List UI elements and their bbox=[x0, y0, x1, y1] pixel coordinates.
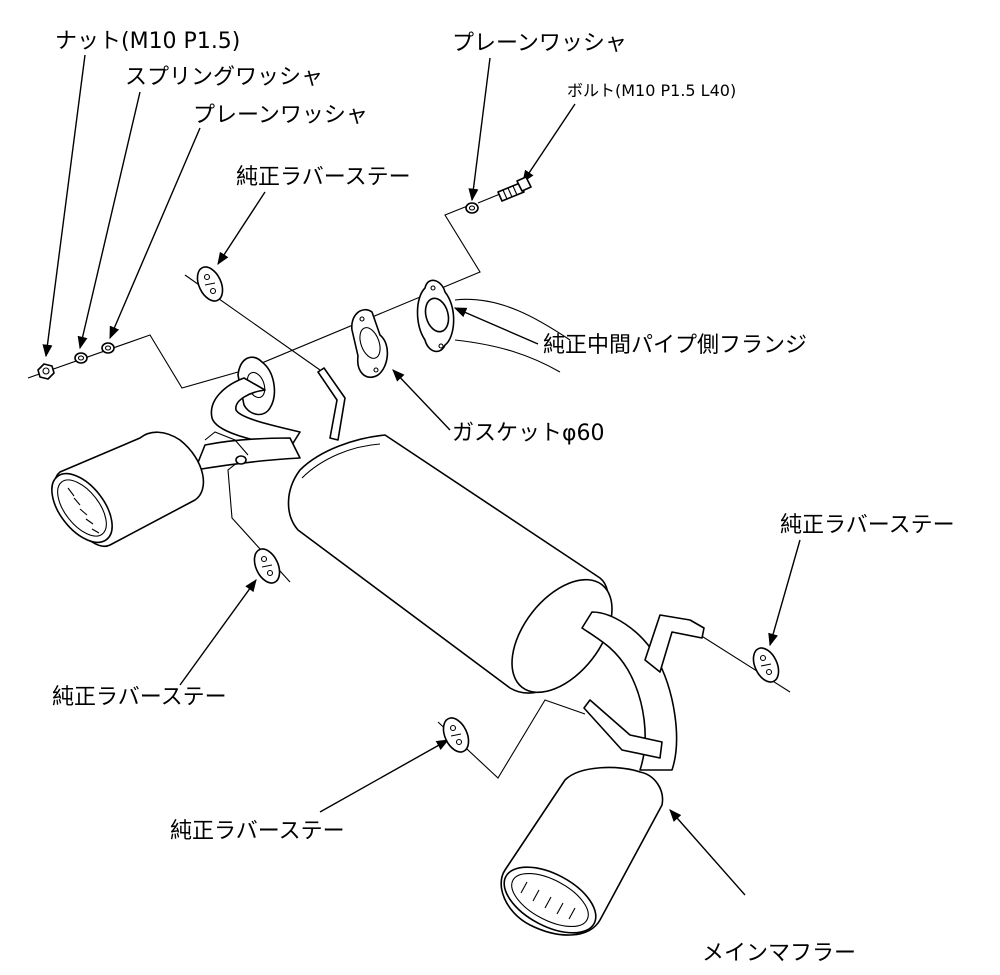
oem-flange-label: 純正中間パイプ側フランジ bbox=[543, 333, 807, 358]
spring-washer-part bbox=[74, 352, 88, 364]
rubber-stay-top-label: 純正ラバーステー bbox=[236, 165, 411, 190]
bolt-label: ボルト(M10 P1.5 L40) bbox=[567, 81, 736, 100]
oem-flange-part bbox=[416, 279, 571, 373]
right-tip-slots bbox=[520, 881, 576, 920]
rubber-stay-right-label: 純正ラバーステー bbox=[780, 513, 955, 538]
left-tip-slots bbox=[67, 487, 100, 534]
nut-part bbox=[37, 363, 55, 380]
nut-label: ナット(M10 P1.5) bbox=[55, 29, 240, 54]
gasket-label: ガスケットφ60 bbox=[452, 421, 605, 446]
rubber-stay-left bbox=[253, 548, 281, 584]
main-muffler-assembly bbox=[51, 356, 705, 936]
plain-washer-top-part bbox=[465, 202, 479, 214]
leader-lines bbox=[42, 54, 801, 896]
plain-washer-left-label: プレーンワッシャ bbox=[193, 103, 368, 128]
rubber-stay-left-label: 純正ラバーステー bbox=[52, 685, 227, 710]
spring-washer-label: スプリングワッシャ bbox=[125, 65, 323, 90]
gasket-part bbox=[351, 308, 389, 379]
bolt-part bbox=[497, 176, 532, 202]
main-muffler-label: メインマフラー bbox=[702, 941, 856, 966]
rubber-stay-bottom bbox=[442, 717, 470, 753]
rubber-stay-bottom-label: 純正ラバーステー bbox=[170, 819, 345, 844]
plain-washer-left-part bbox=[101, 342, 115, 354]
plain-washer-top-label: プレーンワッシャ bbox=[452, 31, 627, 56]
rubber-stay-right bbox=[752, 647, 780, 683]
rubber-stay-top bbox=[196, 266, 224, 302]
